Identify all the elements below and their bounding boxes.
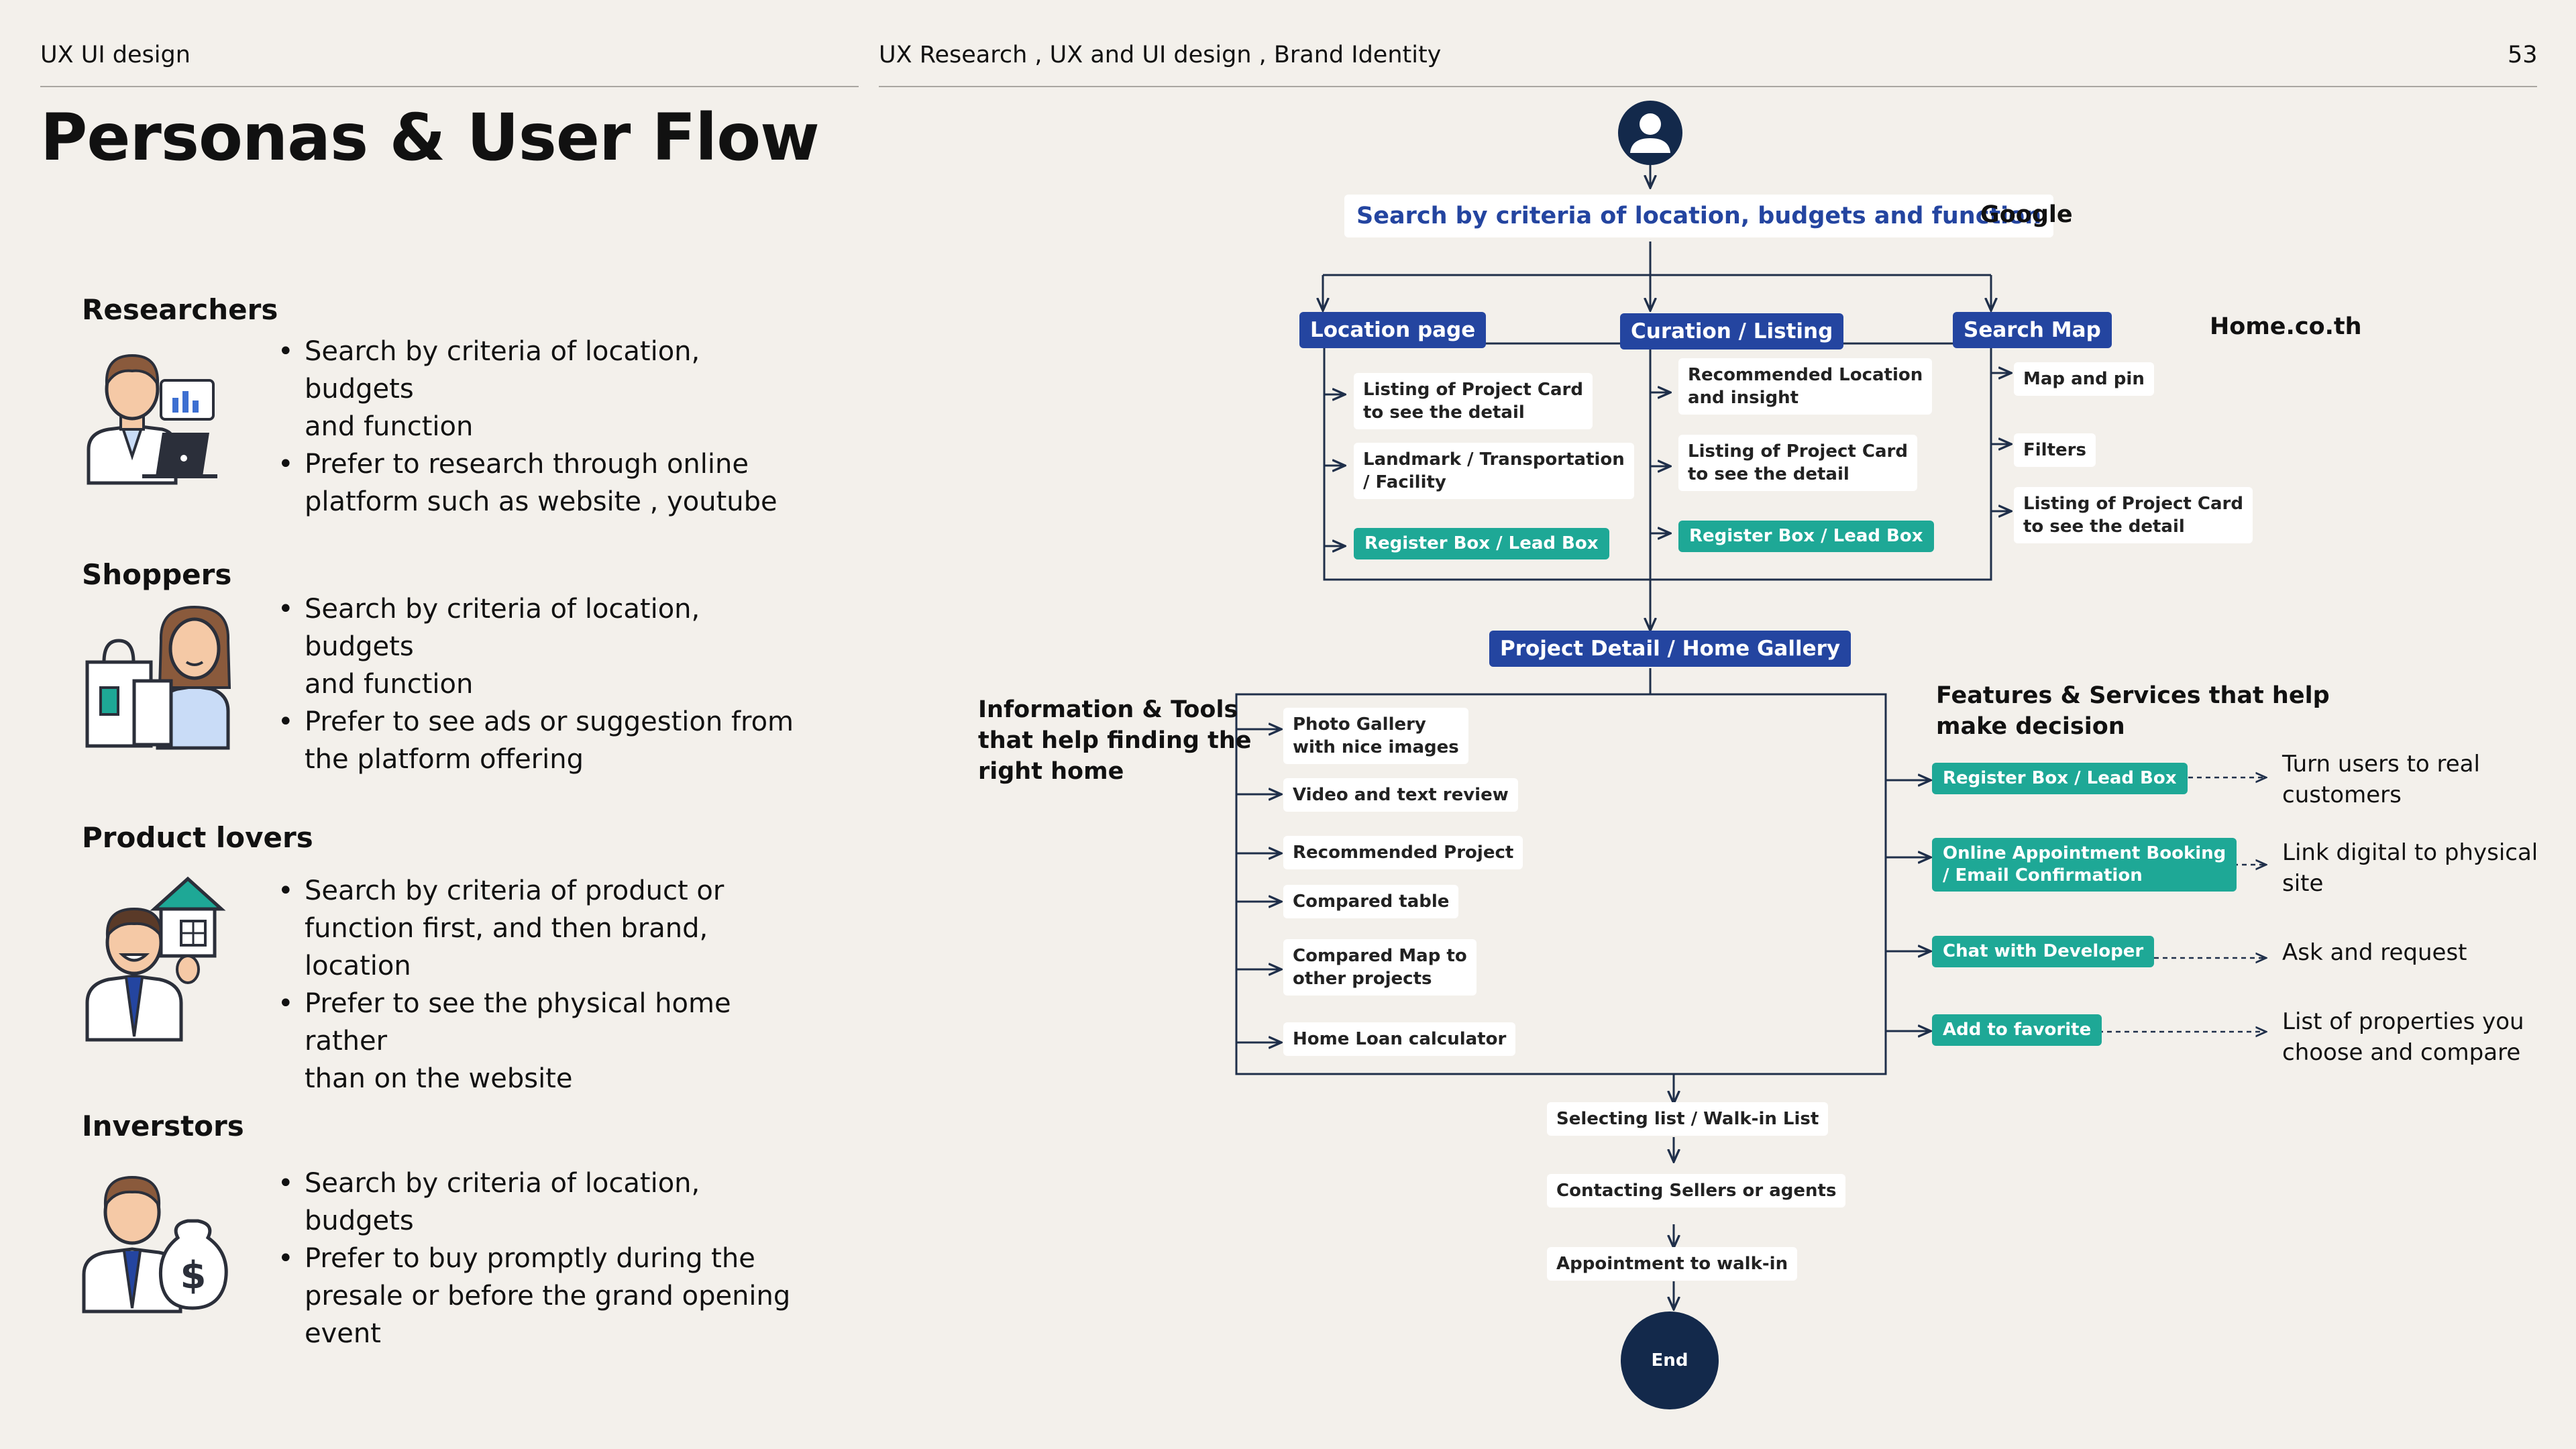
bullet-line: presale or before the grand opening bbox=[305, 1281, 791, 1311]
info-item: Compared table bbox=[1283, 885, 1459, 918]
investor-icon: $ bbox=[77, 1164, 231, 1315]
homecoth-label: Home.co.th bbox=[2210, 313, 2362, 340]
page-title: Personas & User Flow bbox=[40, 100, 820, 175]
map-item: Map and pin bbox=[2014, 362, 2154, 396]
feature-appointment-box: Online Appointment Booking/ Email Confir… bbox=[1932, 838, 2237, 892]
bullet-line: Prefer to buy promptly during the bbox=[305, 1243, 755, 1274]
svg-text:$: $ bbox=[180, 1254, 207, 1297]
project-detail-box: Project Detail / Home Gallery bbox=[1489, 631, 1851, 667]
feature-description: Ask and request bbox=[2282, 939, 2467, 966]
end-node: End bbox=[1621, 1311, 1719, 1409]
bullet-line: Prefer to see the physical home rather bbox=[305, 988, 731, 1057]
bullet-line: and function bbox=[305, 411, 474, 442]
header-rule-left bbox=[40, 86, 859, 87]
bullet-line: Search by criteria of location, budgets bbox=[305, 1168, 700, 1236]
feature-register-box: Register Box / Lead Box bbox=[1932, 763, 2188, 794]
curation-listing-box: Curation / Listing bbox=[1620, 313, 1844, 350]
location-page-box: Location page bbox=[1299, 312, 1487, 348]
header-middle: UX Research , UX and UI design , Brand I… bbox=[879, 42, 1442, 68]
search-map-box: Search Map bbox=[1953, 312, 2112, 348]
product-lover-icon bbox=[80, 869, 228, 1043]
bullet-line: platform such as website , youtube bbox=[305, 486, 777, 517]
persona-name: Inverstors bbox=[82, 1110, 244, 1142]
persona-bullets: Search by criteria of location, budgets a… bbox=[278, 333, 801, 521]
step-appointment: Appointment to walk-in bbox=[1547, 1247, 1798, 1281]
map-item: Filters bbox=[2014, 433, 2096, 467]
persona-bullets: Search by criteria of location, budgets a… bbox=[278, 590, 801, 778]
info-item: Recommended Project bbox=[1283, 836, 1523, 869]
bullet-line: and function bbox=[305, 669, 474, 700]
bullet-line: Search by criteria of location, budgets bbox=[305, 594, 700, 662]
header-left: UX UI design bbox=[40, 42, 191, 68]
location-item: Landmark / Transportation/ Facility bbox=[1354, 443, 1634, 499]
google-label: Google bbox=[1980, 201, 2073, 228]
location-register-box: Register Box / Lead Box bbox=[1354, 528, 1609, 559]
search-criteria-box: Search by criteria of location, budgets … bbox=[1344, 195, 2054, 237]
step-contacting-sellers: Contacting Sellers or agents bbox=[1547, 1174, 1846, 1208]
bullet-line: function first, and then brand, location bbox=[305, 913, 708, 981]
header-rule-right bbox=[879, 86, 2537, 87]
bullet-line: Search by criteria of product or bbox=[305, 875, 724, 906]
feature-chat-box: Chat with Developer bbox=[1932, 936, 2155, 967]
bullet-line: Prefer to research through online bbox=[305, 449, 749, 480]
persona-name: Researchers bbox=[82, 293, 278, 326]
bullet-line: the platform offering bbox=[305, 744, 584, 775]
page-number: 53 bbox=[2508, 42, 2538, 68]
persona-bullets: Search by criteria of location, budgets … bbox=[278, 1165, 801, 1352]
info-item: Home Loan calculator bbox=[1283, 1022, 1516, 1056]
info-item: Video and text review bbox=[1283, 778, 1518, 812]
feature-favorite-box: Add to favorite bbox=[1932, 1014, 2102, 1046]
bullet-line: event bbox=[305, 1318, 381, 1349]
shopper-icon bbox=[80, 600, 235, 751]
bullet-line: Prefer to see ads or suggestion from bbox=[305, 706, 794, 737]
persona-name: Shoppers bbox=[82, 558, 232, 591]
bullet-line: Search by criteria of location, budgets bbox=[305, 336, 700, 405]
persona-name: Product lovers bbox=[82, 821, 313, 854]
researcher-icon bbox=[75, 339, 223, 486]
step-selecting-list: Selecting list / Walk-in List bbox=[1547, 1102, 1829, 1136]
persona-bullets: Search by criteria of product or function… bbox=[278, 872, 801, 1097]
user-icon bbox=[1617, 99, 1684, 166]
curation-register-box: Register Box / Lead Box bbox=[1678, 521, 1934, 552]
bullet-line: than on the website bbox=[305, 1063, 573, 1094]
